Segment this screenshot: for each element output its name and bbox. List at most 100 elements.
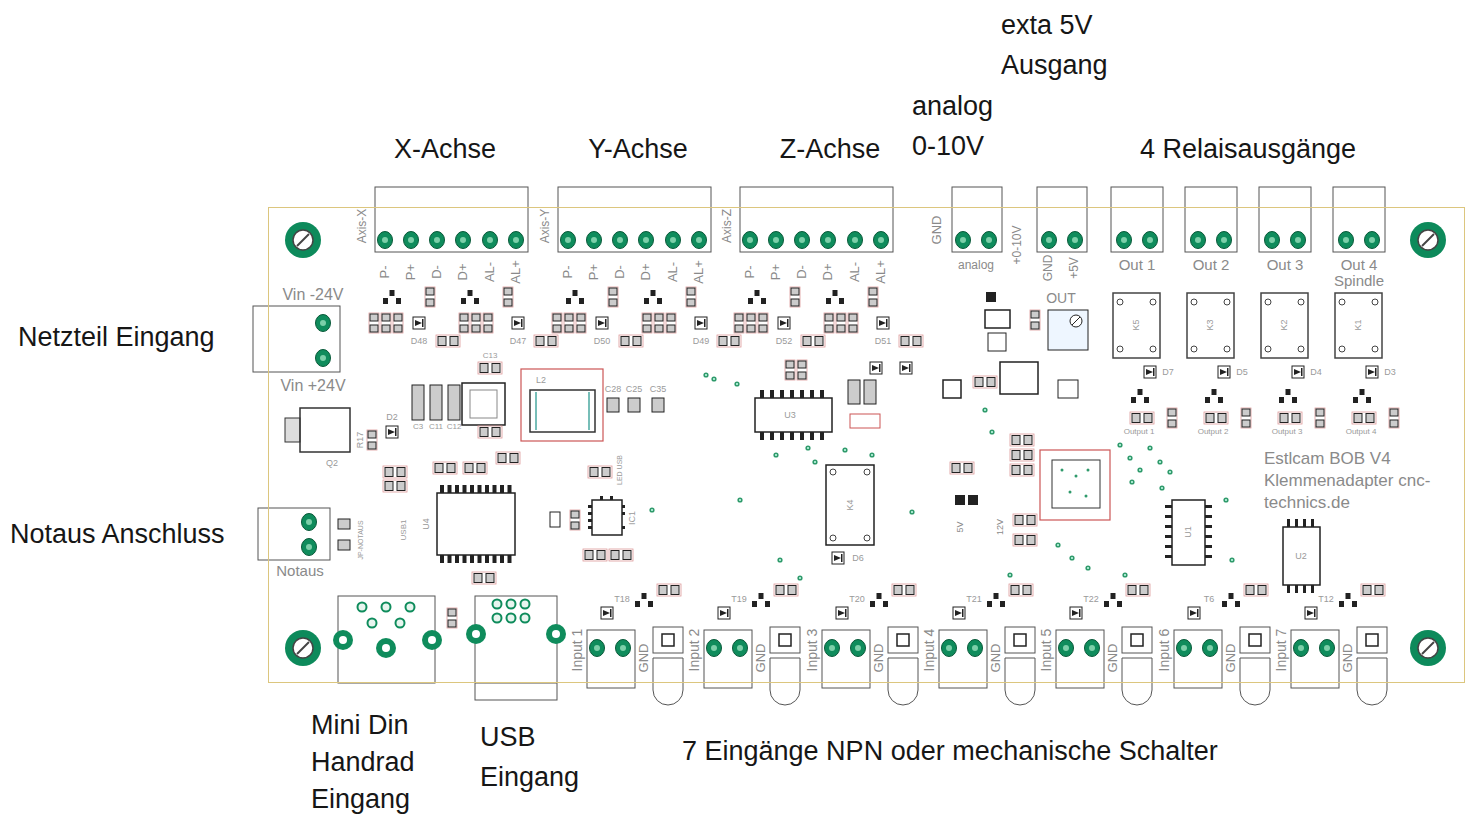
silkscreen-label: GND — [754, 644, 769, 673]
capacitor-symbol — [448, 385, 460, 420]
reference-designator: JP-NOTAUS — [357, 520, 365, 559]
pcb-illustration — [1174, 584, 1270, 705]
ic-symbol — [455, 555, 459, 563]
capacitor-symbol — [478, 362, 502, 374]
mini-din-socket — [382, 603, 391, 612]
annotation-label: Notaus Anschluss — [10, 519, 225, 550]
via-dot — [649, 507, 654, 512]
via-dot — [777, 557, 782, 562]
capacitor-symbol — [470, 390, 497, 418]
estop-terminal — [338, 519, 350, 529]
mcu-symbol — [950, 462, 974, 474]
ic-symbol — [1303, 519, 1306, 527]
pcb-illustration — [552, 187, 741, 347]
ic-symbol — [790, 432, 794, 440]
inductor-symbol — [588, 392, 590, 430]
silkscreen-label: OUT — [1046, 290, 1076, 306]
diode-symbol — [943, 380, 961, 398]
diode-symbol — [870, 362, 882, 374]
analog-circuit — [1072, 317, 1080, 325]
ic-symbol — [760, 432, 764, 440]
silkscreen-label: GND — [1106, 644, 1121, 673]
ic-symbol — [437, 493, 515, 555]
via-dot — [1129, 479, 1134, 484]
via-dot — [773, 452, 778, 457]
via-dot — [812, 459, 817, 464]
mcu-symbol — [1087, 469, 1090, 472]
via-dot — [1137, 467, 1142, 472]
ic-symbol — [1295, 585, 1298, 593]
inductor-symbol — [535, 392, 537, 430]
relay-symbol — [826, 465, 874, 545]
silkscreen-label: Input 3 — [804, 629, 820, 672]
supply-terminal — [1042, 232, 1057, 249]
reference-designator: U2 — [1295, 551, 1307, 561]
ic-symbol — [1303, 585, 1306, 593]
reference-designator: Q2 — [326, 458, 338, 468]
via-dot — [1223, 497, 1228, 502]
mcu-symbol — [1075, 475, 1078, 478]
reference-designator: D49 — [693, 336, 710, 346]
transistor-dpak — [285, 418, 300, 442]
inductor-symbol — [521, 369, 603, 441]
analog-terminal — [952, 187, 1002, 252]
reference-designator: T20 — [849, 594, 865, 604]
ic-symbol — [1165, 535, 1172, 538]
ic-symbol — [508, 555, 512, 563]
pcb-illustration — [587, 584, 683, 705]
power-terminal — [316, 350, 331, 367]
ic-symbol — [1165, 505, 1172, 508]
pcb-illustration — [939, 584, 1035, 705]
ic-symbol — [433, 462, 457, 474]
via-dot — [1007, 572, 1012, 577]
ic-symbol — [463, 555, 467, 563]
ic-symbol — [1205, 535, 1212, 538]
analog-circuit — [1070, 315, 1082, 327]
ic-symbol — [383, 452, 520, 563]
silkscreen-label: Out 4 Spindle — [1330, 257, 1388, 289]
ic-symbol — [810, 390, 814, 398]
silkscreen-label: Out 2 — [1193, 256, 1230, 273]
silkscreen-label: AL+ — [509, 260, 524, 284]
ic-symbol — [588, 526, 592, 529]
ic-symbol — [550, 512, 560, 527]
analog-circuit — [988, 333, 1006, 351]
relay-symbol — [830, 535, 836, 541]
ic-symbol — [770, 390, 774, 398]
silkscreen-label: 5V — [955, 521, 965, 532]
reference-designator: U1 — [1183, 526, 1193, 538]
via-dot — [909, 509, 914, 514]
reference-designator: D4 — [1310, 367, 1322, 377]
supply-terminal — [1068, 232, 1083, 249]
silkscreen-label: AL- — [848, 262, 863, 282]
ic-symbol — [440, 485, 444, 493]
reference-designator: T18 — [614, 594, 630, 604]
annotation-label: Y-Achse — [588, 134, 688, 165]
via-dot — [1127, 455, 1132, 460]
reference-designator: U4 — [421, 518, 431, 530]
silkscreen-label: AL+ — [874, 260, 889, 284]
relay-symbol — [864, 535, 870, 541]
reference-designator: C3 — [413, 422, 423, 431]
silkscreen-label: AL- — [483, 262, 498, 282]
estop-terminal — [302, 539, 317, 556]
ic-symbol — [1311, 585, 1314, 593]
reference-designator: K4 — [845, 499, 855, 510]
via-dot — [842, 447, 847, 452]
capacitor-symbol — [607, 398, 619, 412]
silkscreen-label: analog — [958, 259, 994, 273]
ic-symbol — [780, 390, 784, 398]
ic-symbol — [485, 555, 489, 563]
reference-designator: Output 3 — [1272, 427, 1303, 436]
pcb-illustration — [1185, 187, 1251, 428]
ic-symbol — [1205, 515, 1212, 518]
reference-designator: Output 1 — [1124, 427, 1155, 436]
silkscreen-label: +0-10V — [1011, 225, 1025, 264]
silkscreen-label: Vin -24V — [282, 286, 343, 304]
annotation-label: 7 Eingänge NPN oder mechanische Schalter — [682, 736, 1218, 767]
ic-symbol — [463, 485, 467, 493]
ic-symbol — [478, 555, 482, 563]
reference-designator: C13 — [483, 351, 498, 360]
mini-din-socket — [396, 619, 405, 628]
ic-symbol — [588, 512, 592, 515]
